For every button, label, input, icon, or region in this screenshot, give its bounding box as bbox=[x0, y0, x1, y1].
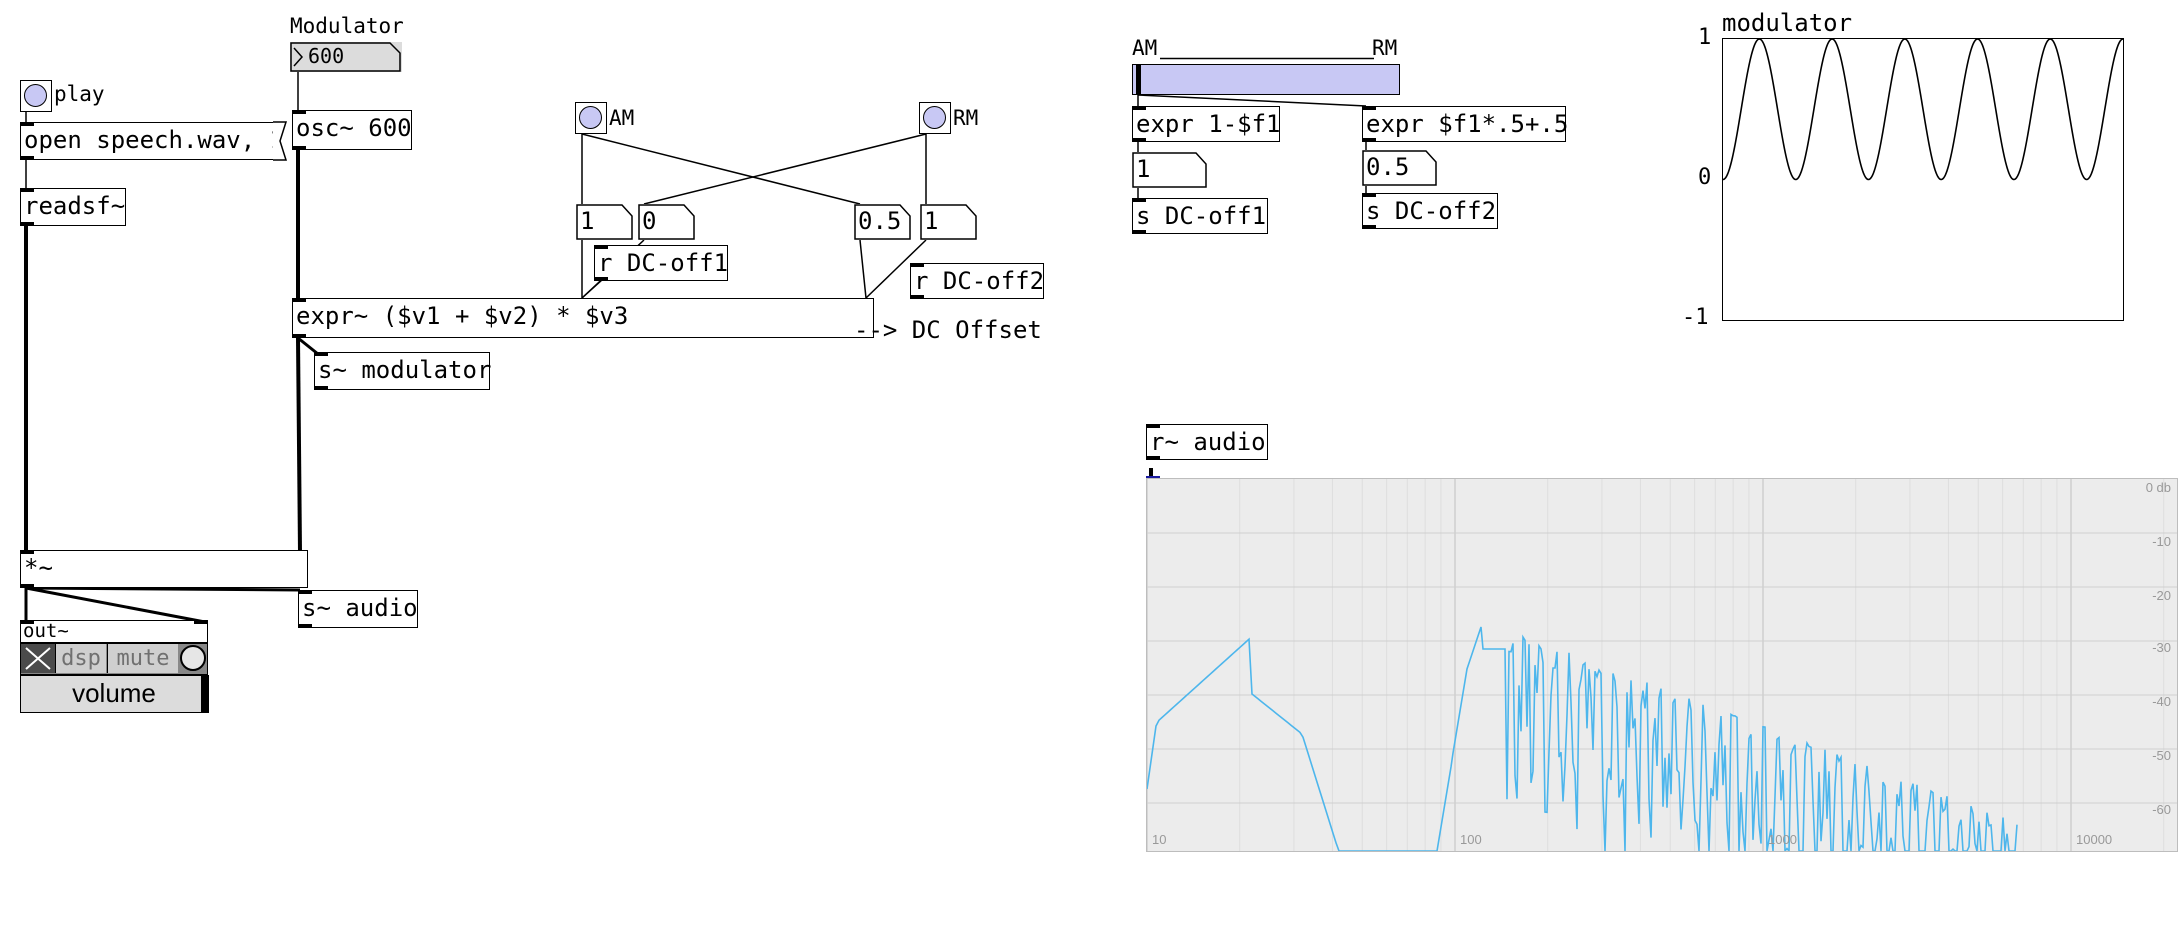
number-box-outline bbox=[854, 204, 911, 240]
modulator-number-label: Modulator bbox=[290, 14, 404, 38]
receive-dc-off1[interactable]: r DC-off1 bbox=[594, 245, 728, 281]
db-label-60: -60 bbox=[2152, 802, 2171, 817]
receive-audio-object[interactable]: r~ audio bbox=[1146, 424, 1268, 460]
graph-y-mid-label: 0 bbox=[1698, 165, 1712, 190]
dsp-button[interactable]: dsp bbox=[55, 644, 106, 673]
slider-knob[interactable] bbox=[1136, 65, 1141, 94]
mute-button[interactable]: mute bbox=[107, 644, 178, 673]
freq-label-100: 100 bbox=[1460, 832, 1482, 847]
graph-y-bottom-label: -1 bbox=[1682, 305, 1709, 330]
rm-offset-number[interactable]: 0.5 bbox=[854, 204, 912, 240]
am-scale-number[interactable]: 0 bbox=[638, 204, 696, 240]
modulator-waveform bbox=[1723, 39, 2123, 181]
db-label-40: -40 bbox=[2152, 694, 2171, 709]
am-rm-slider[interactable] bbox=[1132, 64, 1400, 95]
mute-indicator-icon[interactable] bbox=[180, 645, 206, 671]
play-bang[interactable] bbox=[20, 80, 52, 112]
rm-output-value: 0.5 bbox=[1366, 153, 1410, 181]
send-dc-off1[interactable]: s DC-off1 bbox=[1132, 198, 1268, 234]
rm-output-number[interactable]: 0.5 bbox=[1362, 150, 1438, 186]
open-speech-message[interactable]: open speech.wav, 1 bbox=[20, 122, 284, 160]
freq-label-10000: 10000 bbox=[2076, 832, 2113, 847]
toggle-x-icon bbox=[25, 647, 51, 670]
rm-bang-label: RM bbox=[953, 106, 979, 130]
modulator-array-graph[interactable] bbox=[1722, 38, 2124, 321]
send-modulator-object[interactable]: s~ modulator bbox=[314, 352, 491, 390]
graph-y-top-label: 1 bbox=[1698, 25, 1712, 50]
expr-modulator-object[interactable]: expr~ ($v1 + $v2) * $v3 bbox=[292, 298, 874, 338]
output-abstraction: out~ dsp mute volume bbox=[20, 620, 210, 720]
slider-am-label: AM bbox=[1132, 36, 1158, 60]
freq-label-10: 10 bbox=[1152, 832, 1167, 847]
db-label-20: -20 bbox=[2152, 588, 2171, 603]
rm-scale-value: 1 bbox=[924, 207, 939, 235]
number-box-outline bbox=[576, 204, 633, 240]
spectrum-grid bbox=[1147, 479, 2177, 851]
slider-rm-label: RM bbox=[1372, 36, 1398, 60]
slider-label-underline bbox=[1160, 57, 1374, 60]
db-label-50: -50 bbox=[2152, 748, 2171, 763]
dsp-controls-row: dsp mute bbox=[20, 643, 208, 675]
dsp-toggle[interactable] bbox=[21, 644, 55, 673]
osc-object[interactable]: osc~ 600 bbox=[292, 110, 412, 150]
freq-label-1000: 1000 bbox=[1768, 832, 1797, 847]
am-offset-value: 1 bbox=[580, 207, 595, 235]
graph-title: modulator bbox=[1722, 9, 1853, 37]
send-audio-object[interactable]: s~ audio bbox=[298, 590, 418, 628]
play-label: play bbox=[54, 82, 105, 106]
receive-dc-off2[interactable]: r DC-off2 bbox=[910, 263, 1044, 299]
dc-offset-comment: --> DC Offset bbox=[854, 316, 1042, 344]
rm-offset-value: 0.5 bbox=[858, 207, 902, 235]
modulator-frequency-value: 600 bbox=[308, 44, 345, 68]
spectrum-plot bbox=[1147, 479, 2177, 851]
am-scale-value: 0 bbox=[642, 207, 657, 235]
number-box-outline bbox=[638, 204, 695, 240]
am-bang[interactable] bbox=[575, 102, 607, 134]
waveform-line bbox=[1723, 39, 2123, 181]
am-output-number[interactable]: 1 bbox=[1132, 152, 1208, 188]
send-dc-off2[interactable]: s DC-off2 bbox=[1362, 193, 1498, 229]
am-output-value: 1 bbox=[1136, 155, 1151, 183]
expr-rm-object[interactable]: expr $f1*.5+.5 bbox=[1362, 106, 1568, 142]
out-title: out~ bbox=[20, 620, 208, 643]
modulator-frequency-number[interactable]: 600 bbox=[290, 42, 402, 72]
spectrum-analyzer[interactable]: 0 db -10 -20 -30 -40 -50 -60 10 100 1000… bbox=[1146, 478, 2178, 852]
db-label-0: 0 db bbox=[2145, 480, 2171, 495]
volume-slider[interactable]: volume bbox=[20, 675, 209, 713]
rm-scale-number[interactable]: 1 bbox=[920, 204, 978, 240]
expr-am-object[interactable]: expr 1-$f1 bbox=[1132, 106, 1281, 142]
readsf-object[interactable]: readsf~ bbox=[20, 188, 126, 226]
db-label-10: -10 bbox=[2152, 534, 2171, 549]
db-label-30: -30 bbox=[2152, 640, 2171, 655]
multiply-object[interactable]: *~ bbox=[20, 550, 308, 588]
rm-bang[interactable] bbox=[919, 102, 951, 134]
am-bang-label: AM bbox=[609, 106, 635, 130]
number-box-outline bbox=[1362, 150, 1437, 186]
number-box-outline bbox=[1132, 152, 1207, 188]
spectrum-trace bbox=[1147, 626, 2018, 851]
am-offset-number[interactable]: 1 bbox=[576, 204, 634, 240]
number-box-outline bbox=[290, 42, 401, 72]
number-box-outline bbox=[920, 204, 977, 240]
message-flag bbox=[273, 121, 288, 161]
